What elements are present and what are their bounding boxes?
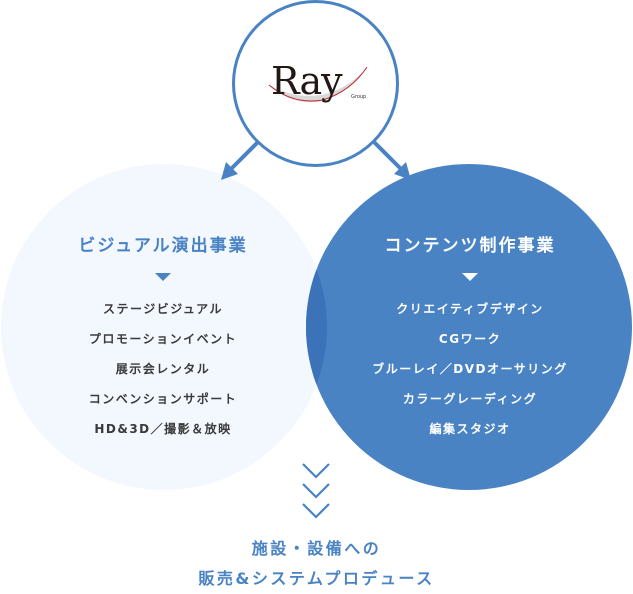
result-line-2: 販売&システムプロデュース [198,569,435,588]
list-item: CGワーク [438,332,502,346]
list-item: プロモーションイベント [88,332,238,346]
logo-swoosh-icon [268,66,368,103]
visual-business-list: ステージビジュアル プロモーションイベント 展示会レンタル コンベンションサポー… [0,294,326,444]
list-item: 編集スタジオ [429,422,511,436]
list-item: コンベンションサポート [88,392,238,406]
right-circle [306,164,632,490]
content-business-title: コンテンツ制作事業 [384,236,556,256]
visual-business-title: ビジュアル演出事業 [78,236,248,256]
list-item: ブルーレイ／DVDオーサリング [372,362,568,376]
triangle-down-icon [462,273,478,281]
chevron-down-icon [302,463,330,519]
logo-circle: Ray Group [232,0,399,167]
ray-group-logo: Ray Group [268,59,371,109]
arrow-left-icon [221,140,260,180]
result-text: 施設・設備への 販売&システムプロデュース [0,534,633,594]
arrow-right-icon [372,140,411,180]
logo-subtitle: Group [351,94,367,100]
logo-wordmark: Ray [271,59,343,103]
list-item: カラーグレーディング [402,392,538,406]
content-business-list: クリエイティブデザイン CGワーク ブルーレイ／DVDオーサリング カラーグレー… [307,294,633,444]
left-circle [1,164,327,490]
list-item: 展示会レンタル [115,362,211,376]
triangle-down-icon [155,273,171,281]
list-item: HD&3D／撮影＆放映 [94,422,232,436]
list-item: クリエイティブデザイン [396,302,544,316]
list-item: ステージビジュアル [102,302,224,316]
result-line-1: 施設・設備への [251,539,382,558]
